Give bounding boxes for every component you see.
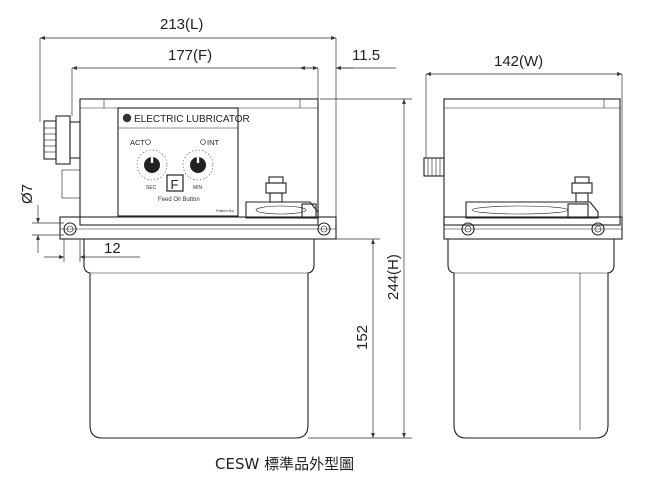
dim-hole-offset: 12 bbox=[104, 240, 121, 257]
int-label: INT bbox=[207, 138, 220, 147]
int-led-icon bbox=[200, 139, 206, 145]
control-panel: ELECTRIC LUBRICATOR ACT INT SEC MIN F Fe… bbox=[117, 107, 250, 217]
dim-tank-height: 152 bbox=[354, 325, 371, 350]
sec-label: SEC bbox=[146, 185, 157, 191]
side-pump-fitting bbox=[465, 176, 599, 219]
dim-height: 244(H) bbox=[385, 254, 402, 300]
panel-title: ELECTRIC LUBRICATOR bbox=[134, 114, 250, 125]
brand-logo-icon bbox=[122, 113, 132, 123]
pump-fitting bbox=[245, 176, 319, 219]
min-label: MIN bbox=[193, 185, 203, 191]
front-housing bbox=[79, 98, 319, 226]
side-tank bbox=[447, 239, 615, 439]
feed-oil-button[interactable] bbox=[166, 174, 184, 192]
front-tank bbox=[83, 239, 315, 439]
act-led-icon bbox=[145, 139, 151, 145]
side-flange bbox=[443, 216, 623, 240]
cable-gland bbox=[43, 115, 81, 199]
feed-oil-button-letter: F bbox=[171, 177, 179, 192]
side-knob-icon bbox=[423, 157, 445, 177]
dim-width: 142(W) bbox=[494, 53, 543, 70]
sec-dial-icon bbox=[136, 149, 168, 181]
dim-hole-diameter: Ø7 bbox=[19, 184, 36, 204]
act-label: ACT bbox=[130, 138, 145, 147]
side-view bbox=[423, 98, 623, 439]
figure-caption: CESW 標準品外型圖 bbox=[215, 455, 354, 473]
dim-offset: 11.5 bbox=[352, 47, 380, 64]
front-flange bbox=[59, 216, 337, 240]
dim-feed: 177(F) bbox=[168, 47, 212, 64]
dimension-lines bbox=[32, 36, 623, 439]
model-tag: Patent No bbox=[216, 208, 235, 213]
front-view: ELECTRIC LUBRICATOR ACT INT SEC MIN F Fe… bbox=[43, 98, 337, 439]
dim-length: 213(L) bbox=[160, 16, 203, 33]
min-dial-icon bbox=[182, 149, 214, 181]
feed-oil-caption: Feed Oil Button bbox=[158, 197, 200, 203]
